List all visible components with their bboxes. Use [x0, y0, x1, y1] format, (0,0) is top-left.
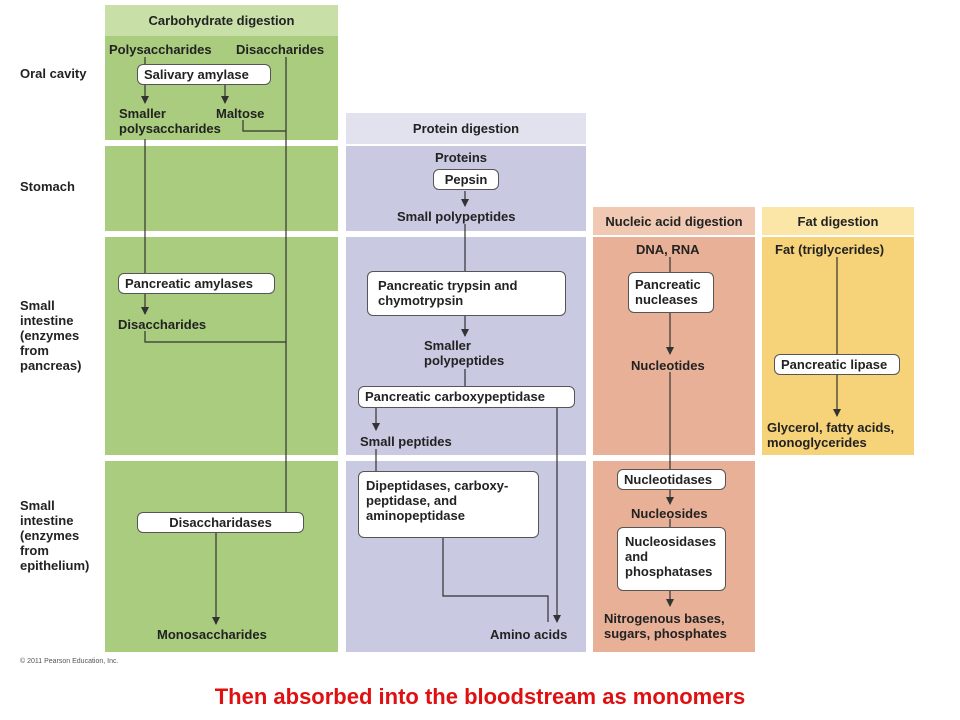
fat-body-bg — [762, 237, 914, 455]
carb-oral-bg — [105, 36, 338, 140]
row-label-stomach: Stomach — [20, 179, 75, 194]
fat-lipase: Pancreatic lipase — [774, 354, 900, 375]
nucleic-nucleosides: Nucleosides — [631, 506, 708, 521]
protein-header-bg — [346, 113, 586, 144]
carb-header: Carbohydrate digestion — [148, 13, 295, 28]
carb-si-epithelium-bg — [105, 461, 338, 652]
protein-smaller-polypeptides: Smaller polypeptides — [424, 338, 505, 368]
fat-products: Glycerol, fatty acids, monoglycerides — [767, 420, 895, 450]
nucleic-nucleases: Pancreatic nucleases — [628, 272, 714, 313]
row-label-oral: Oral cavity — [20, 66, 87, 81]
carb-disaccharidases: Disaccharidases — [137, 512, 304, 533]
carb-header-bg — [105, 5, 338, 36]
carb-maltose: Maltose — [216, 106, 265, 121]
fat-triglycerides: Fat (triglycerides) — [775, 242, 885, 257]
protein-trypsin: Pancreatic trypsin and chymotrypsin — [367, 271, 566, 316]
protein-dipeptidases: Dipeptidases, carboxy-peptidase, and ami… — [358, 471, 539, 538]
nucleic-header: Nucleic acid digestion — [605, 214, 743, 229]
nucleic-header-bg — [593, 207, 755, 235]
nucleic-nucleosidases: Nucleosidases and phosphatases — [617, 527, 726, 591]
protein-small-peptides: Small peptides — [360, 434, 452, 449]
nucleic-bases: Nitrogenous bases, sugars, phosphates — [604, 611, 727, 641]
carb-pancreatic-amylases: Pancreatic amylases — [118, 273, 275, 294]
fat-header: Fat digestion — [797, 214, 879, 229]
protein-pepsin: Pepsin — [433, 169, 499, 190]
carb-salivary-amylase: Salivary amylase — [137, 64, 271, 85]
nucleic-si-pancreas-bg — [593, 237, 755, 455]
row-label-si-pancreas: Small intestine (enzymes from pancreas) — [20, 298, 82, 373]
protein-small-polypeptides: Small polypeptides — [397, 209, 516, 224]
protein-proteins: Proteins — [435, 150, 488, 165]
copyright-credit: © 2011 Pearson Education, Inc. — [20, 658, 119, 665]
carb-stomach-bg — [105, 146, 338, 231]
caption: Then absorbed into the bloodstream as mo… — [214, 684, 746, 709]
row-label-si-epithelium: Small intestine (enzymes from epithelium… — [20, 498, 90, 573]
fat-header-bg — [762, 207, 914, 235]
carb-smaller-polysaccharides: Smaller polysaccharides — [119, 106, 221, 136]
protein-header: Protein digestion — [412, 121, 520, 136]
carb-disaccharides-top: Disaccharides — [236, 42, 325, 57]
carb-si-pancreas-bg — [105, 237, 338, 455]
protein-amino-acids: Amino acids — [490, 627, 568, 642]
carb-monosaccharides: Monosaccharides — [157, 627, 267, 642]
carb-disaccharides: Disaccharides — [118, 317, 207, 332]
nucleic-nucleotides: Nucleotides — [631, 358, 705, 373]
protein-carboxypeptidase: Pancreatic carboxypeptidase — [358, 386, 575, 408]
nucleic-dna-rna: DNA, RNA — [636, 242, 700, 257]
carb-polysaccharides: Polysaccharides — [109, 42, 212, 57]
nucleic-nucleotidases: Nucleotidases — [617, 469, 726, 490]
